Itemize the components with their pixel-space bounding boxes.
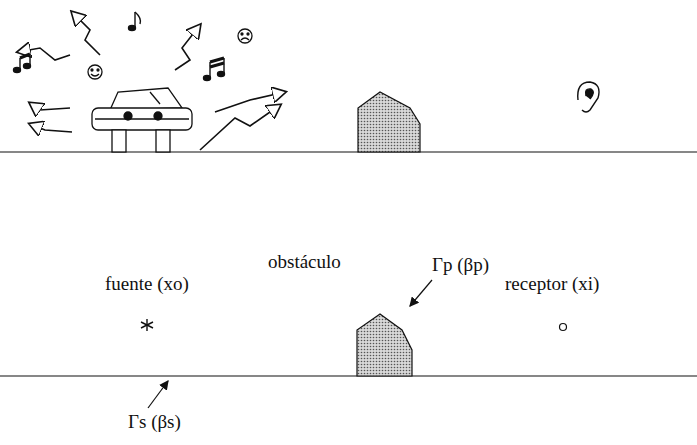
receiver-circle	[560, 324, 567, 331]
noise-arrows	[18, 12, 285, 150]
source-asterisk	[141, 319, 153, 331]
receiver-label: receptor (xi)	[505, 274, 599, 295]
boundary-label: Γs (βs)	[128, 412, 181, 433]
obstacle-label: obstáculo	[268, 252, 341, 273]
ground-line	[0, 375, 697, 376]
obstacle-shape	[357, 314, 412, 376]
leader-line	[148, 381, 168, 408]
car-symbol	[92, 88, 192, 152]
boundary-label: Γp (βp)	[432, 255, 489, 276]
smiley-faces	[88, 29, 252, 79]
source-label: fuente (xo)	[105, 274, 189, 295]
leader-line	[410, 280, 432, 306]
ground-line	[0, 151, 697, 152]
music-notes	[14, 12, 225, 81]
obstacle-shape	[358, 92, 420, 152]
ear-symbol	[578, 82, 599, 112]
